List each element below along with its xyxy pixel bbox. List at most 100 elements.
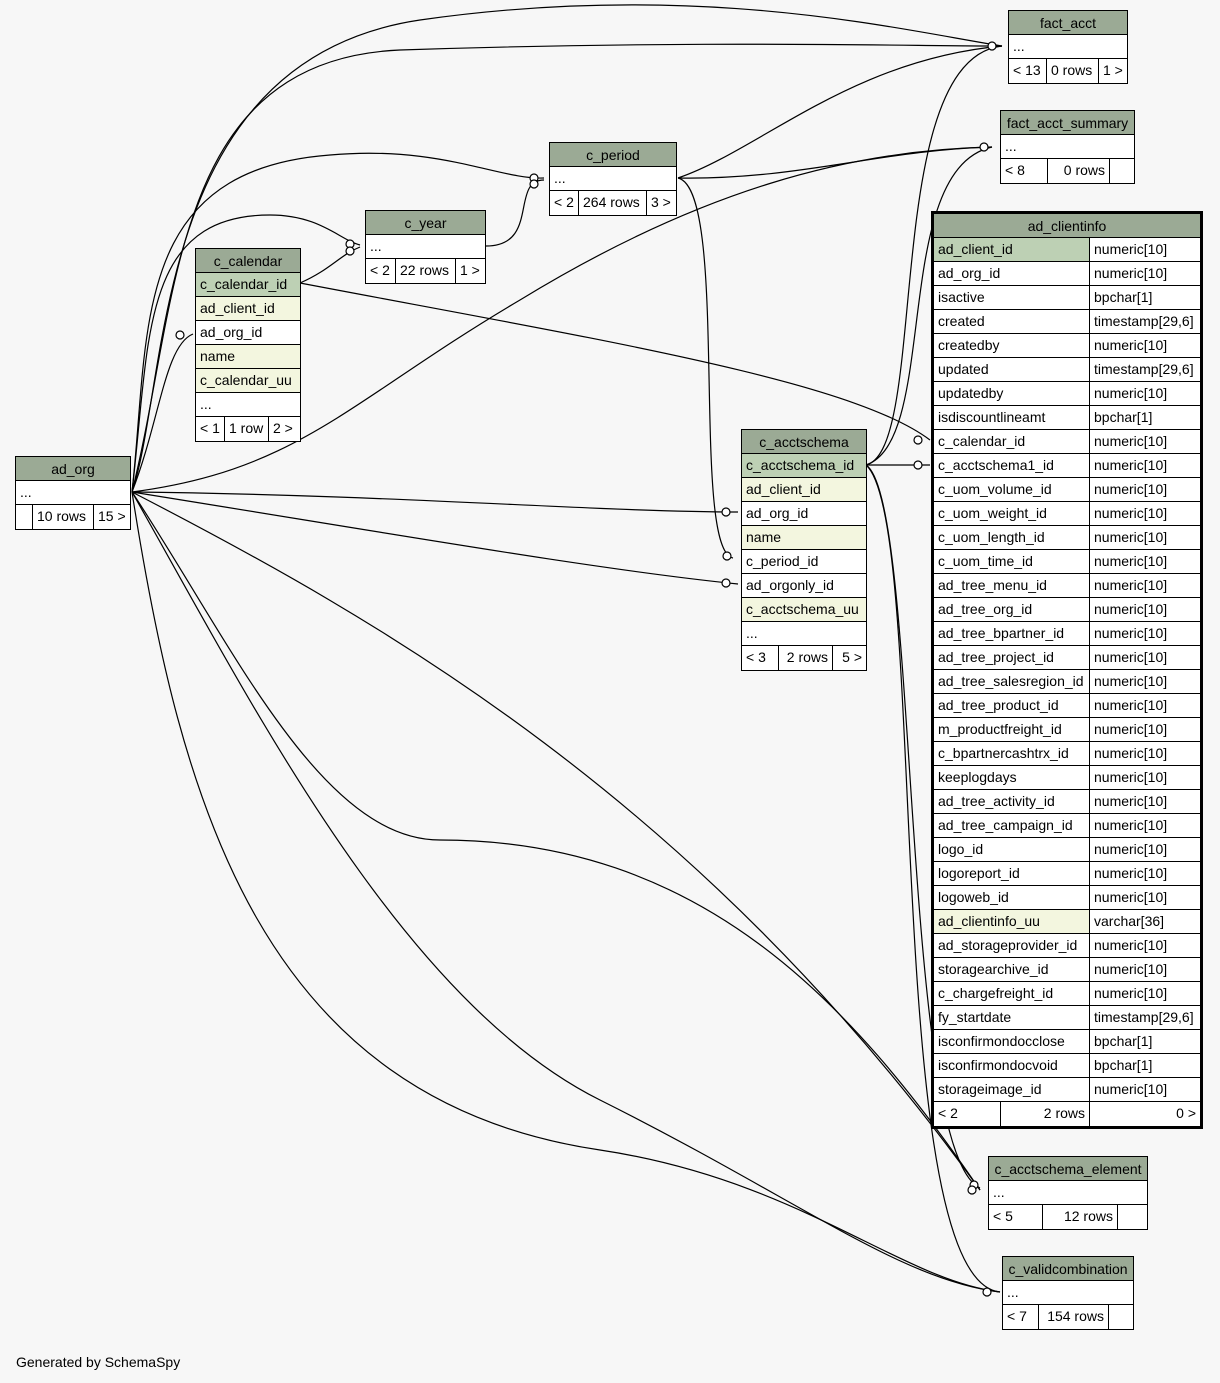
table-ad_org[interactable]: ad_org ... 10 rows 15 >	[15, 456, 131, 530]
row-count: 0 rows	[1048, 159, 1110, 183]
column-type: numeric[10]	[1094, 529, 1168, 545]
edge-ad_org-acctschema-org	[131, 491, 739, 513]
column-name: ad_client_id	[934, 238, 1090, 261]
table-title[interactable]: c_acctschema_element	[989, 1157, 1147, 1181]
table-footer: < 5 12 rows	[989, 1205, 1147, 1229]
table-footer: < 2 22 rows 1 >	[366, 259, 485, 283]
column-type: numeric[10]	[1094, 841, 1168, 857]
parents-count: < 2	[934, 1102, 1001, 1126]
edge-c_period-fact_acct_summary	[677, 146, 993, 179]
table-title[interactable]: fact_acct	[1009, 11, 1127, 35]
column-name: ad_storageprovider_id	[934, 934, 1090, 957]
column-name: updatedby	[934, 382, 1090, 405]
table-footer: < 2 264 rows 3 >	[550, 191, 676, 215]
table-footer: < 3 2 rows 5 >	[742, 646, 866, 670]
table-title[interactable]: c_year	[366, 211, 485, 235]
table-title[interactable]: fact_acct_summary	[1001, 111, 1134, 135]
table-title[interactable]: c_period	[550, 143, 676, 167]
children-count: 15 >	[98, 508, 126, 524]
table-c_validcombination[interactable]: c_validcombination ... < 7 154 rows	[1002, 1256, 1134, 1330]
table-title[interactable]: c_validcombination	[1003, 1257, 1133, 1281]
column-name: keeplogdays	[934, 766, 1090, 789]
children-count	[1109, 1305, 1133, 1329]
column-name: m_productfreight_id	[934, 718, 1090, 741]
table-title[interactable]: c_acctschema	[742, 430, 866, 454]
table-title[interactable]: ad_org	[16, 457, 130, 481]
table-fact_acct[interactable]: fact_acct ... < 13 0 rows 1 >	[1008, 10, 1128, 84]
column-row: name	[196, 345, 300, 369]
row-count: 1 row	[225, 417, 269, 441]
table-footer: < 8 0 rows	[1001, 159, 1134, 183]
edge-ad_org-acctschema-orgonly	[131, 491, 739, 585]
table-c_calendar[interactable]: c_calendar c_calendar_id ad_client_id ad…	[195, 248, 301, 442]
edge-ad_org-fact_acct	[131, 4, 1003, 493]
row-count: 10 rows	[33, 505, 94, 529]
column-name: isconfirmondocclose	[934, 1030, 1090, 1053]
parents-count: < 7	[1003, 1305, 1039, 1329]
table-c_period[interactable]: c_period ... < 2 264 rows 3 >	[549, 142, 677, 216]
table-c_acctschema[interactable]: c_acctschema c_acctschema_id ad_client_i…	[741, 429, 867, 671]
table-c_year[interactable]: c_year ... < 2 22 rows 1 >	[365, 210, 486, 284]
edge-ad_org-validcombo-2	[131, 491, 1001, 1293]
foreign-key-column: c_period_id	[742, 550, 866, 574]
column-name: ad_clientinfo_uu	[934, 910, 1090, 933]
column-name: fy_startdate	[934, 1006, 1090, 1029]
column-row: ...	[366, 235, 485, 259]
edge-c_acctschema-fact_acct	[865, 45, 1003, 466]
table-fact_acct_summary[interactable]: fact_acct_summary ... < 8 0 rows	[1000, 110, 1135, 184]
column-type: numeric[10]	[1094, 673, 1168, 689]
column-name: createdby	[934, 334, 1090, 357]
row-count: 154 rows	[1039, 1305, 1109, 1329]
column-name: ad_tree_campaign_id	[934, 814, 1090, 837]
row-count: 0 rows	[1047, 59, 1099, 83]
row-count: 264 rows	[579, 191, 647, 215]
column-type: timestamp[29,6]	[1094, 1009, 1194, 1025]
edge-c_period-c_acctschema	[677, 177, 734, 559]
parents-count: < 8	[1001, 159, 1048, 183]
row-count: 12 rows	[1043, 1205, 1118, 1229]
table-c_acctschema_element[interactable]: c_acctschema_element ... < 5 12 rows	[988, 1156, 1148, 1230]
table-title[interactable]: c_calendar	[196, 249, 300, 273]
table-title[interactable]: ad_clientinfo	[934, 214, 1200, 238]
column-type: bpchar[1]	[1094, 409, 1153, 425]
column-type: numeric[10]	[1094, 577, 1168, 593]
column-name: ad_tree_project_id	[934, 646, 1090, 669]
children-count: 1 >	[460, 262, 480, 278]
primary-key-column: c_calendar_id	[196, 273, 300, 297]
column-name: c_uom_volume_id	[934, 478, 1090, 501]
column-type: numeric[10]	[1094, 721, 1168, 737]
column-row: ...	[196, 393, 300, 417]
column-type: numeric[10]	[1094, 769, 1168, 785]
foreign-key-column: ad_org_id	[196, 321, 300, 345]
column-type: numeric[10]	[1094, 985, 1168, 1001]
column-type: bpchar[1]	[1094, 289, 1153, 305]
column-name: isdiscountlineamt	[934, 406, 1090, 429]
column-type: numeric[10]	[1094, 337, 1168, 353]
column-type: numeric[10]	[1094, 697, 1168, 713]
column-row: ...	[989, 1181, 1147, 1205]
edge-c_acctschema-validcombo	[865, 464, 1001, 1293]
column-name: created	[934, 310, 1090, 333]
children-count: 3 >	[651, 194, 671, 210]
column-type: bpchar[1]	[1094, 1033, 1153, 1049]
children-count: 5 >	[842, 649, 862, 665]
foreign-key-column: ad_org_id	[742, 502, 866, 526]
children-count: 1 >	[1103, 62, 1123, 78]
